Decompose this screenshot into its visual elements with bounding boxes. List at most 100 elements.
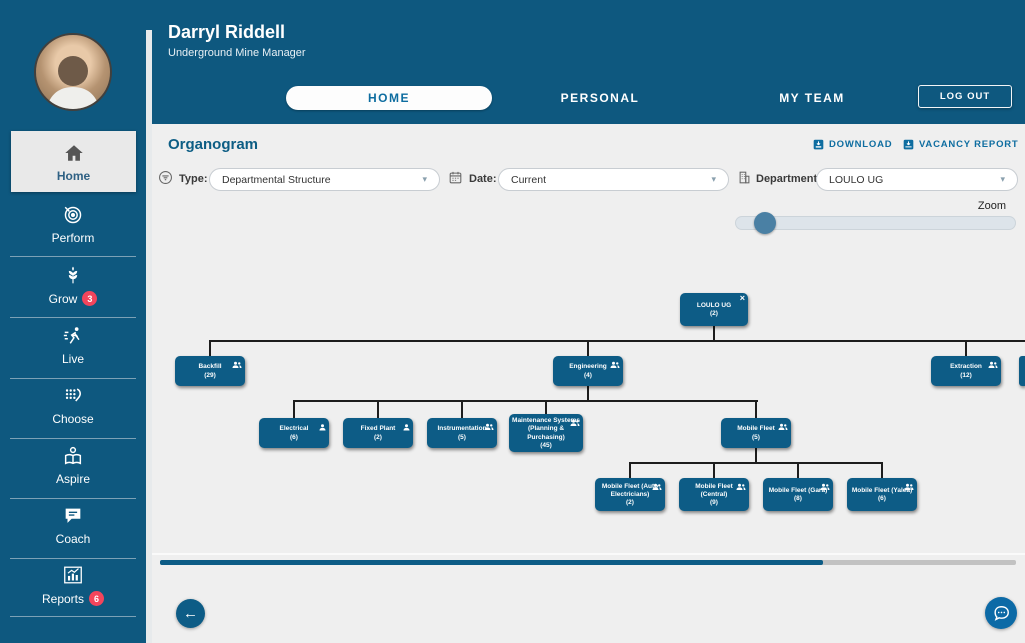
back-button[interactable]: ←: [176, 599, 205, 628]
people-icon: [904, 479, 914, 495]
person-book-icon: [61, 444, 85, 468]
chat-bubble-icon: [993, 605, 1009, 621]
org-connector: [965, 341, 967, 356]
org-node[interactable]: Instrumentation (5): [427, 418, 497, 448]
user-role: Underground Mine Manager: [168, 47, 306, 59]
sidebar-item-reports[interactable]: Reports 6: [0, 563, 146, 609]
people-icon: [652, 479, 662, 495]
org-node[interactable]: Maintenance Systems (Planning & Purchasi…: [509, 414, 583, 452]
org-node[interactable]: Extraction (12): [931, 356, 1001, 386]
grow-badge: 3: [82, 291, 98, 306]
people-icon: [610, 357, 620, 373]
report-download-icon: [903, 139, 914, 150]
sidebar-item-label: Choose: [52, 412, 94, 426]
user-name: Darryl Riddell: [168, 22, 286, 42]
target-icon: [61, 203, 85, 227]
org-node[interactable]: Mobile Fleet (Central) (9): [679, 478, 749, 511]
sidebar-item-live[interactable]: Live: [0, 324, 146, 370]
sidebar-item-perform[interactable]: Perform: [0, 203, 146, 249]
org-node-clipped[interactable]: [1019, 356, 1025, 386]
sidebar-item-label: Coach: [55, 532, 91, 546]
people-icon: [988, 357, 998, 373]
date-dropdown[interactable]: Current ▾: [498, 168, 729, 191]
sidebar-divider: [10, 378, 136, 379]
calendar-icon: [448, 170, 463, 190]
logout-button[interactable]: LOG OUT: [918, 85, 1012, 108]
person-silhouette-icon: [46, 56, 100, 109]
tab-home[interactable]: HOME: [286, 86, 492, 110]
close-icon[interactable]: ×: [739, 293, 745, 303]
header: Darryl Riddell Underground Mine Manager …: [152, 0, 1025, 124]
runner-icon: [61, 324, 85, 348]
sidebar-divider: [10, 616, 136, 617]
zoom-slider-handle[interactable]: [754, 212, 776, 234]
people-icon: [570, 415, 580, 431]
horizontal-scrollbar[interactable]: [160, 560, 1016, 565]
sidebar-item-aspire[interactable]: Aspire: [0, 444, 146, 490]
sidebar-item-home[interactable]: Home: [11, 131, 136, 192]
sidebar-item-label: Home: [56, 168, 91, 183]
org-node[interactable]: Mobile Fleet (5): [721, 418, 791, 448]
org-connector: [377, 401, 379, 419]
chevron-down-icon: ▾: [711, 174, 716, 184]
sidebar-item-label: Aspire: [55, 472, 90, 486]
sidebar-gap: [146, 30, 152, 643]
sidebar-divider: [10, 317, 136, 318]
type-filter-label: Type:: [179, 173, 208, 185]
filter-icon: [158, 170, 173, 190]
tab-my-team[interactable]: MY TEAM: [779, 91, 845, 105]
tab-personal[interactable]: PERSONAL: [560, 91, 640, 105]
sidebar: Home Perform Grow 3: [0, 0, 146, 643]
org-connector: [587, 341, 589, 356]
org-connector: [629, 462, 883, 464]
people-icon: [736, 479, 746, 495]
sidebar-item-coach[interactable]: Coach: [0, 504, 146, 550]
sidebar-item-label: Perform: [51, 231, 95, 245]
vacancy-report-button[interactable]: VACANCY REPORT: [903, 139, 1019, 150]
org-node[interactable]: Mobile Fleet (Auto Electricians) (2): [595, 478, 665, 511]
footer-separator: [152, 553, 1025, 555]
chat-button[interactable]: [985, 597, 1017, 629]
scrollbar-thumb[interactable]: [160, 560, 823, 565]
date-dropdown-value: Current: [511, 173, 547, 186]
org-connector: [797, 463, 799, 479]
org-node[interactable]: Engineering (4): [553, 356, 623, 386]
page-title: Organogram: [168, 136, 259, 153]
people-icon: [820, 479, 830, 495]
org-node-root[interactable]: × LOULO UG (2): [680, 293, 748, 326]
org-connector: [881, 463, 883, 479]
org-node[interactable]: Mobile Fleet (Yalea) (6): [847, 478, 917, 511]
people-icon: [778, 419, 788, 435]
zoom-slider-track[interactable]: [735, 216, 1016, 230]
org-node[interactable]: Backfill (29): [175, 356, 245, 386]
org-connector: [713, 326, 715, 341]
org-connector: [755, 401, 757, 419]
type-dropdown-value: Departmental Structure: [222, 173, 331, 186]
type-dropdown[interactable]: Departmental Structure ▾: [209, 168, 440, 191]
back-arrow-icon: ←: [183, 605, 198, 622]
dotted-phone-icon: [61, 384, 85, 408]
sidebar-item-grow[interactable]: Grow 3: [0, 263, 146, 309]
sidebar-divider: [10, 438, 136, 439]
people-icon: [232, 357, 242, 373]
download-label: DOWNLOAD: [829, 139, 893, 150]
department-dropdown[interactable]: LOULO UG ▾: [816, 168, 1018, 191]
org-connector: [209, 341, 211, 356]
org-connector: [545, 401, 547, 419]
org-connector: [587, 386, 589, 401]
org-node[interactable]: Fixed Plant (2): [343, 418, 413, 448]
bar-chart-icon: [61, 563, 85, 587]
reports-badge: 6: [89, 591, 105, 606]
date-filter-label: Date:: [469, 173, 497, 185]
sidebar-gap-top: [146, 0, 152, 30]
org-connector: [629, 463, 631, 479]
org-node[interactable]: Mobile Fleet (Gara) (8): [763, 478, 833, 511]
vacancy-report-label: VACANCY REPORT: [919, 139, 1019, 150]
people-icon: [484, 419, 494, 435]
org-connector: [713, 463, 715, 479]
org-node[interactable]: Electrical (6): [259, 418, 329, 448]
sidebar-item-choose[interactable]: Choose: [0, 384, 146, 430]
download-button[interactable]: DOWNLOAD: [813, 139, 892, 150]
org-connector: [461, 401, 463, 419]
zoom-label: Zoom: [977, 200, 1006, 212]
